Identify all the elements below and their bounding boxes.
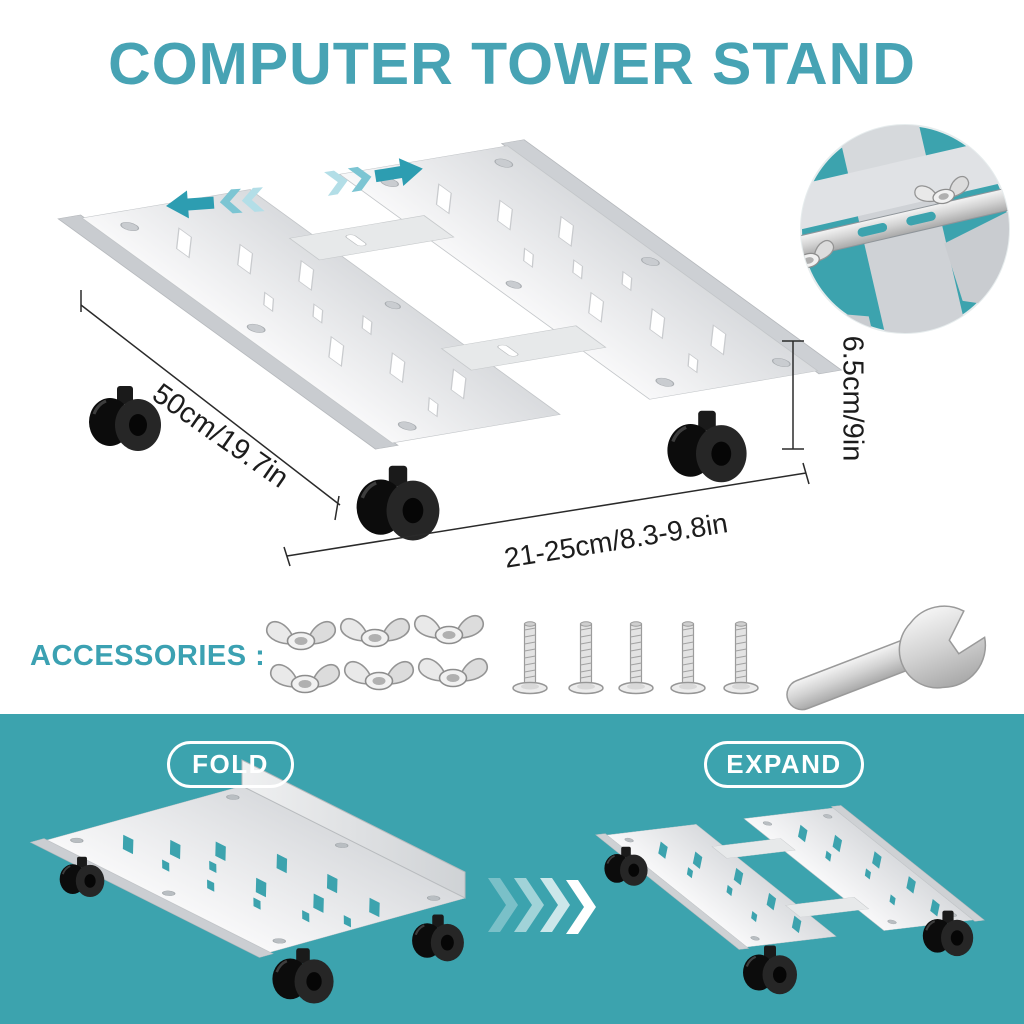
wing-nut-icon xyxy=(269,663,341,694)
dimension-label-height: 6.5cm/9in xyxy=(836,335,869,462)
fold-badge: FOLD xyxy=(167,741,294,788)
transition-arrows-icon xyxy=(488,878,596,934)
folded-product-image xyxy=(29,759,466,1005)
stand-panels xyxy=(57,139,843,450)
wing-nut-icon xyxy=(265,620,337,651)
wing-nut-icon xyxy=(339,617,411,648)
wrench-icon xyxy=(786,605,987,711)
page-title: COMPUTER TOWER STAND xyxy=(108,31,916,97)
screw-icon xyxy=(568,621,604,695)
expanded-product-image xyxy=(595,805,985,996)
caster-wheel xyxy=(271,947,335,1005)
slide-left-arrow-icon xyxy=(166,187,265,219)
wing-nut-icon xyxy=(413,614,485,645)
caster-wheel xyxy=(741,944,799,996)
wing-nut-icon xyxy=(417,657,489,688)
accessories-label: ACCESSORIES : xyxy=(30,640,266,672)
caster-wheel xyxy=(665,409,749,484)
main-product-image xyxy=(57,139,843,543)
caster-wheel xyxy=(410,913,466,963)
accessories-art xyxy=(265,605,987,711)
slide-right-arrow-icon xyxy=(324,158,423,196)
caster-wheel xyxy=(354,463,442,543)
adjustment-detail-inset xyxy=(800,124,1010,334)
wing-nut-icon xyxy=(343,660,415,691)
expand-badge: EXPAND xyxy=(704,741,864,788)
dimension-lines xyxy=(80,290,810,567)
screw-icon xyxy=(723,621,759,695)
screw-icon xyxy=(618,621,654,695)
screw-icon xyxy=(512,621,548,695)
screw-icon xyxy=(670,621,706,695)
